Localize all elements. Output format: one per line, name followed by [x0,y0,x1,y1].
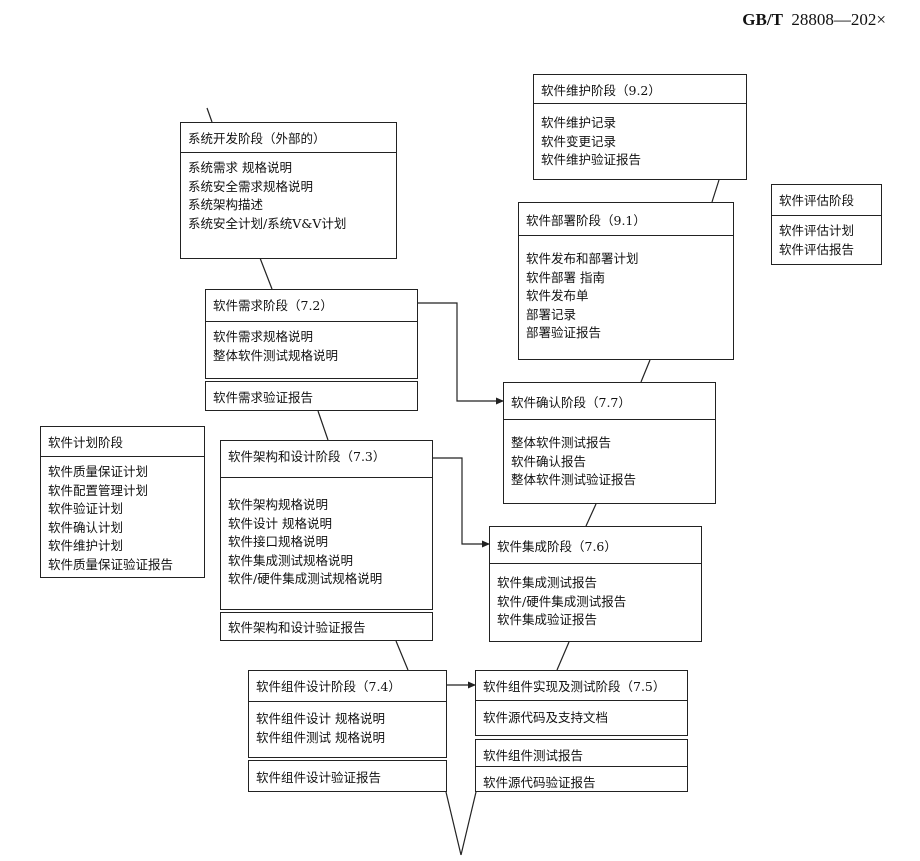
software-architecture-design-phase-box: 软件架构和设计阶段（7.3） 软件架构规格说明 软件设计 规格说明 软件接口规格… [220,440,433,610]
software-source-code-verification-report: 软件源代码验证报告 [476,766,687,791]
list-item: 部署记录 [526,306,577,322]
software-assessment-phase-box: 软件评估阶段 软件评估计划 软件评估报告 [771,184,882,265]
v-line-comp-bottom [445,791,462,856]
list-item: 软件维护验证报告 [541,152,642,167]
software-deployment-phase-items: 软件发布和部署计划 软件部署 指南 软件发布单 部署记录 部署验证报告 [519,235,733,359]
list-item: 软件组件设计 规格说明 [256,711,385,726]
software-maintenance-phase-items: 软件维护记录 软件变更记录 软件维护验证报告 [534,103,746,179]
list-item: 软件质量保证验证报告 [48,556,174,572]
list-item: 软件确认计划 [48,519,124,535]
software-component-implementation-phase-title: 软件组件实现及测试阶段（7.5） [483,679,666,694]
list-item: 软件确认报告 [511,453,587,469]
software-validation-phase-title: 软件确认阶段（7.7） [511,395,631,410]
software-requirements-phase-box: 软件需求阶段（7.2） 软件需求规格说明 整体软件测试规格说明 [205,289,418,379]
list-item: 软件架构规格说明 [228,497,329,512]
software-integration-phase-title: 软件集成阶段（7.6） [497,539,617,554]
system-development-phase-items: 系统需求 规格说明 系统安全需求规格说明 系统架构描述 系统安全计划/系统V&V… [181,152,396,258]
v-line-impl-bottom [460,791,477,856]
software-assessment-phase-title: 软件评估阶段 [779,193,855,208]
standard-code: 28808—202× [791,10,886,29]
list-item: 系统需求 规格说明 [188,160,292,175]
software-component-design-verification-box: 软件组件设计验证报告 [248,760,447,792]
software-architecture-design-phase-title: 软件架构和设计阶段（7.3） [228,449,386,464]
v-line-sysdev-req [259,257,273,290]
list-item: 软件设计 规格说明 [228,515,332,531]
software-component-design-phase-box: 软件组件设计阶段（7.4） 软件组件设计 规格说明 软件组件测试 规格说明 [248,670,447,758]
list-item: 软件部署 指南 [526,269,605,285]
list-item: 软件组件测试 规格说明 [256,729,385,745]
v-line-req-arch [317,410,329,441]
list-item: 软件评估计划 [779,223,855,238]
software-maintenance-phase-box: 软件维护阶段（9.2） 软件维护记录 软件变更记录 软件维护验证报告 [533,74,747,180]
list-item: 软件变更记录 [541,133,617,149]
software-component-design-verification-label: 软件组件设计验证报告 [256,769,382,785]
software-component-design-phase-items: 软件组件设计 规格说明 软件组件测试 规格说明 [249,701,446,757]
list-item: 部署验证报告 [526,325,602,340]
list-item: 软件配置管理计划 [48,482,149,498]
list-item: 软件源代码及支持文档 [483,710,609,725]
software-architecture-verification-box: 软件架构和设计验证报告 [220,612,433,641]
list-item: 软件集成测试规格说明 [228,552,354,568]
software-validation-phase-items: 整体软件测试报告 软件确认报告 整体软件测试验证报告 [504,419,715,503]
v-line-arch-comp [395,640,409,671]
software-validation-phase-box: 软件确认阶段（7.7） 整体软件测试报告 软件确认报告 整体软件测试验证报告 [503,382,716,504]
software-planning-phase-items: 软件质量保证计划 软件配置管理计划 软件验证计划 软件确认计划 软件维护计划 软… [41,456,204,577]
software-architecture-design-phase-items: 软件架构规格说明 软件设计 规格说明 软件接口规格说明 软件集成测试规格说明 软… [221,477,432,609]
software-integration-phase-items: 软件集成测试报告 软件/硬件集成测试报告 软件集成验证报告 [490,563,701,641]
software-integration-phase-box: 软件集成阶段（7.6） 软件集成测试报告 软件/硬件集成测试报告 软件集成验证报… [489,526,702,642]
software-component-implementation-phase-items: 软件源代码及支持文档 [476,700,687,735]
software-component-design-phase-title: 软件组件设计阶段（7.4） [256,679,401,694]
document-header: GB/T 28808—202× [742,10,886,30]
system-development-phase-box: 系统开发阶段（外部的） 系统需求 规格说明 系统安全需求规格说明 系统架构描述 … [180,122,397,259]
software-requirements-phase-title: 软件需求阶段（7.2） [213,298,333,313]
list-item: 整体软件测试报告 [511,435,612,450]
system-development-phase-title: 系统开发阶段（外部的） [188,131,326,146]
list-item: 软件维护记录 [541,115,617,130]
list-item: 软件集成验证报告 [497,612,598,627]
list-item: 整体软件测试规格说明 [213,347,339,363]
software-component-implementation-phase-box: 软件组件实现及测试阶段（7.5） 软件源代码及支持文档 [475,670,688,736]
list-item: 软件质量保证计划 [48,464,149,479]
v-line-integ-valid [585,503,597,527]
standard-prefix: GB/T [742,10,783,29]
v-line-valid-deploy [640,359,651,383]
arrow-arch-to-integ [433,457,490,548]
software-component-test-report: 软件组件测试报告 [483,748,584,763]
list-item: 软件维护计划 [48,538,124,553]
v-line-left-top [206,107,213,123]
list-item: 软件评估报告 [779,241,855,257]
software-requirements-verification-label: 软件需求验证报告 [213,389,314,405]
list-item: 系统安全需求规格说明 [188,178,314,194]
software-requirements-phase-items: 软件需求规格说明 整体软件测试规格说明 [206,321,417,378]
list-item: 软件发布单 [526,288,589,303]
list-item: 软件/硬件集成测试报告 [497,593,627,609]
v-line-impl-integ [556,641,570,671]
arrow-req-to-valid [418,302,504,405]
software-maintenance-phase-title: 软件维护阶段（9.2） [541,83,661,98]
list-item: 软件/硬件集成测试规格说明 [228,571,383,586]
v-line-deploy-maint [711,179,720,203]
software-component-test-report-group-box: 软件组件测试报告 软件源代码验证报告 [475,739,688,792]
software-assessment-phase-items: 软件评估计划 软件评估报告 [772,215,881,264]
software-planning-phase-box: 软件计划阶段 软件质量保证计划 软件配置管理计划 软件验证计划 软件确认计划 软… [40,426,205,578]
list-item: 系统安全计划/系统V&V计划 [188,215,347,231]
list-item: 软件发布和部署计划 [526,251,639,266]
list-item: 软件需求规格说明 [213,329,314,344]
software-planning-phase-title: 软件计划阶段 [48,435,124,450]
list-item: 软件验证计划 [48,501,124,516]
software-requirements-verification-box: 软件需求验证报告 [205,381,418,411]
software-deployment-phase-box: 软件部署阶段（9.1） 软件发布和部署计划 软件部署 指南 软件发布单 部署记录… [518,202,734,360]
list-item: 整体软件测试验证报告 [511,472,637,487]
software-architecture-verification-label: 软件架构和设计验证报告 [228,620,366,635]
list-item: 软件集成测试报告 [497,575,598,590]
software-deployment-phase-title: 软件部署阶段（9.1） [526,213,646,228]
list-item: 系统架构描述 [188,197,264,212]
list-item: 软件接口规格说明 [228,534,329,549]
